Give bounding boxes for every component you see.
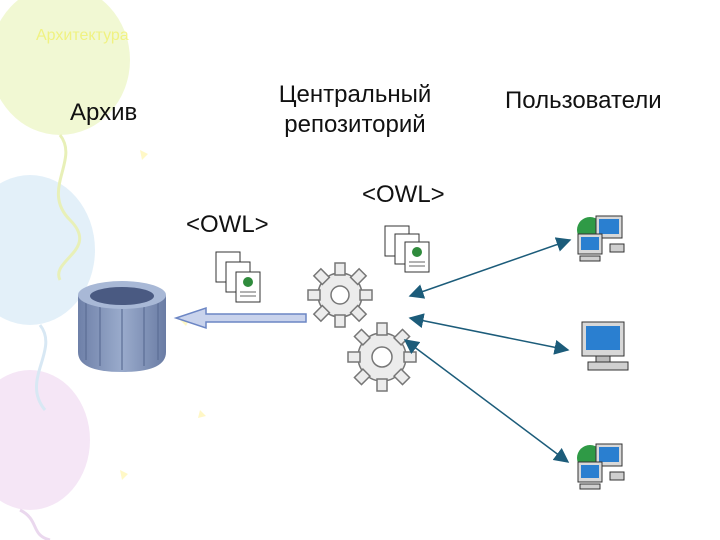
gear-icon-upper xyxy=(307,262,373,328)
gear-icon-lower xyxy=(347,322,417,392)
archive-label: Архив xyxy=(70,99,138,126)
connector-user-top xyxy=(408,237,572,299)
archive-cylinder-icon xyxy=(78,281,166,372)
repository-label-line1: Центральный xyxy=(278,81,432,108)
users-label: Пользователи xyxy=(505,87,662,114)
owl-tag-archive: <OWL> xyxy=(186,211,269,238)
arrow-to-archive xyxy=(173,306,307,330)
repository-label-line2: репозиторий xyxy=(284,111,426,138)
repository-label: Центральный репозиторий xyxy=(250,80,460,140)
owl-tag-repository: <OWL> xyxy=(362,181,445,208)
owl-documents-right-icon xyxy=(384,225,430,273)
slide-title: Архитектура xyxy=(36,27,129,44)
connector-user-middle xyxy=(408,313,570,355)
desktop-computer-icon-middle xyxy=(581,321,629,371)
connector-user-bottom xyxy=(403,339,570,463)
owl-documents-left-icon xyxy=(215,251,261,303)
networked-computer-icon-bottom xyxy=(577,443,625,490)
networked-computer-icon-top xyxy=(577,215,625,262)
